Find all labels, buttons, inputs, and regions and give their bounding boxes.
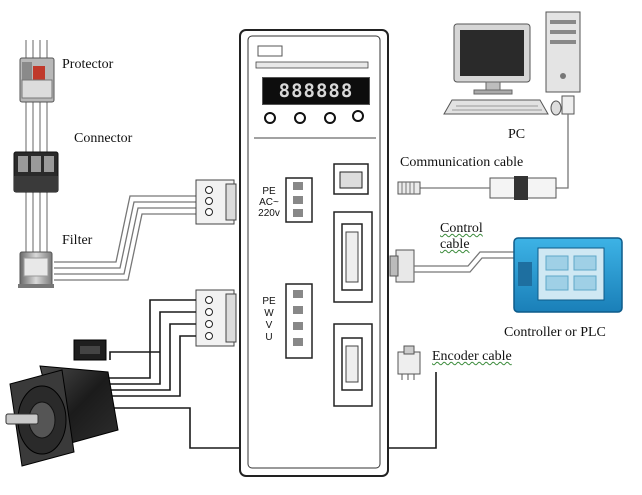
w-label: W (264, 308, 274, 319)
power-terminal-label: PE AC~ 220v (252, 186, 286, 219)
protector-label: Protector (62, 57, 114, 72)
encoder-return-line (96, 372, 437, 449)
servo-motor (5, 339, 119, 467)
connector-terminal-block (13, 151, 59, 193)
v-label: V (265, 320, 273, 331)
control-cable-label-line1: Control (440, 221, 483, 236)
power-cable (54, 195, 196, 281)
motor-terminal-label: PE W V U (256, 296, 282, 344)
pc-computer (443, 11, 581, 116)
u-label: U (265, 332, 273, 343)
protector-breaker (19, 57, 55, 103)
motor-cable (100, 299, 196, 397)
power-plug (195, 179, 237, 225)
servo-driver (239, 29, 389, 477)
motor-plug (195, 289, 237, 347)
control-cable-label-line2: cable (440, 237, 470, 252)
encoder-cable-connector (397, 345, 421, 380)
communication-cable-label: Communication cable (400, 155, 524, 170)
pc-label: PC (508, 127, 526, 142)
controller-label: Controller or PLC (504, 325, 606, 340)
filter-unit (18, 251, 54, 288)
ac-label: AC~ (259, 197, 279, 208)
pe-motor-label: PE (262, 296, 276, 307)
driver-display: 888888 (262, 77, 370, 105)
communication-cable (397, 95, 575, 200)
connector-label: Connector (74, 131, 133, 146)
encoder-cable-label: Encoder cable (432, 349, 512, 364)
pe-label: PE (262, 186, 276, 197)
voltage-label: 220v (258, 208, 280, 219)
filter-label: Filter (62, 233, 93, 248)
control-cable (389, 249, 514, 283)
controller-plc (513, 237, 623, 313)
